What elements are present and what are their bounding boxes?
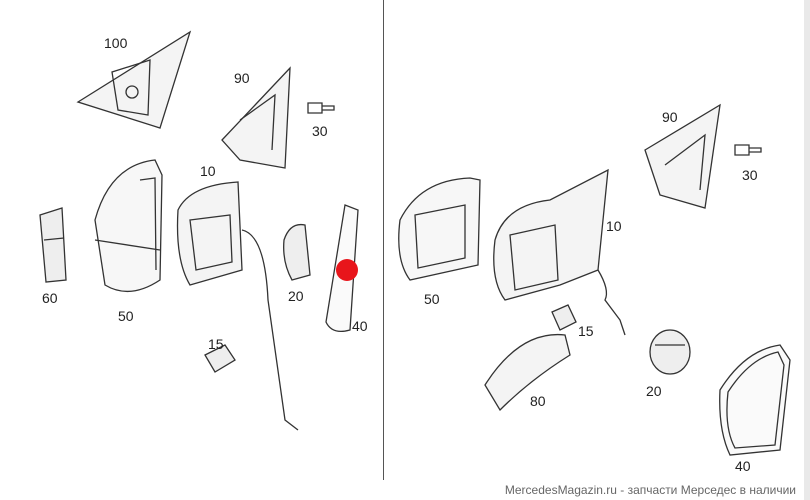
callout-60[interactable]: 60	[42, 290, 58, 306]
part-100-triangle-cover[interactable]	[76, 30, 192, 129]
part-20-motor[interactable]	[283, 223, 311, 281]
panel-divider	[383, 0, 384, 480]
selected-part-hotspot[interactable]	[336, 259, 358, 281]
part-15-bulb[interactable]	[204, 344, 236, 373]
scrollbar[interactable]	[804, 0, 810, 500]
callout-80[interactable]: 80	[530, 393, 546, 409]
callout-10[interactable]: 10	[200, 163, 216, 179]
part-90-mount-bracket[interactable]	[221, 66, 291, 169]
callout-50[interactable]: 50	[118, 308, 134, 324]
callout-50-right[interactable]: 50	[424, 291, 440, 307]
part-20-motor-right[interactable]	[649, 329, 691, 375]
part-50-housing-right[interactable]	[398, 177, 481, 281]
part-30-screw[interactable]	[307, 102, 335, 114]
part-15-bulb-right[interactable]	[551, 304, 577, 331]
callout-30-right[interactable]: 30	[742, 167, 758, 183]
callout-40[interactable]: 40	[352, 318, 368, 334]
callout-15-right[interactable]: 15	[578, 323, 594, 339]
callout-15[interactable]: 15	[208, 336, 224, 352]
part-60-indicator[interactable]	[39, 207, 67, 283]
part-30-screw-right[interactable]	[734, 144, 762, 156]
callout-100[interactable]: 100	[104, 35, 128, 51]
callout-90[interactable]: 90	[234, 70, 250, 86]
watermark: MercedesMagazin.ru - запчасти Мерседес в…	[504, 483, 796, 497]
callout-90-right[interactable]: 90	[662, 109, 678, 125]
part-10-mirror-body-right[interactable]	[493, 168, 626, 336]
part-40-mirror-glass-right[interactable]	[719, 344, 791, 456]
callout-20[interactable]: 20	[288, 288, 304, 304]
part-10-mirror-body[interactable]	[176, 181, 299, 431]
callout-10-right[interactable]: 10	[606, 218, 622, 234]
part-50-housing-cover[interactable]	[94, 159, 163, 292]
part-80-cover-cap[interactable]	[484, 333, 571, 412]
part-90-mount-bracket-right[interactable]	[644, 103, 721, 209]
callout-20-right[interactable]: 20	[646, 383, 662, 399]
callout-30[interactable]: 30	[312, 123, 328, 139]
callout-40-right[interactable]: 40	[735, 458, 751, 474]
